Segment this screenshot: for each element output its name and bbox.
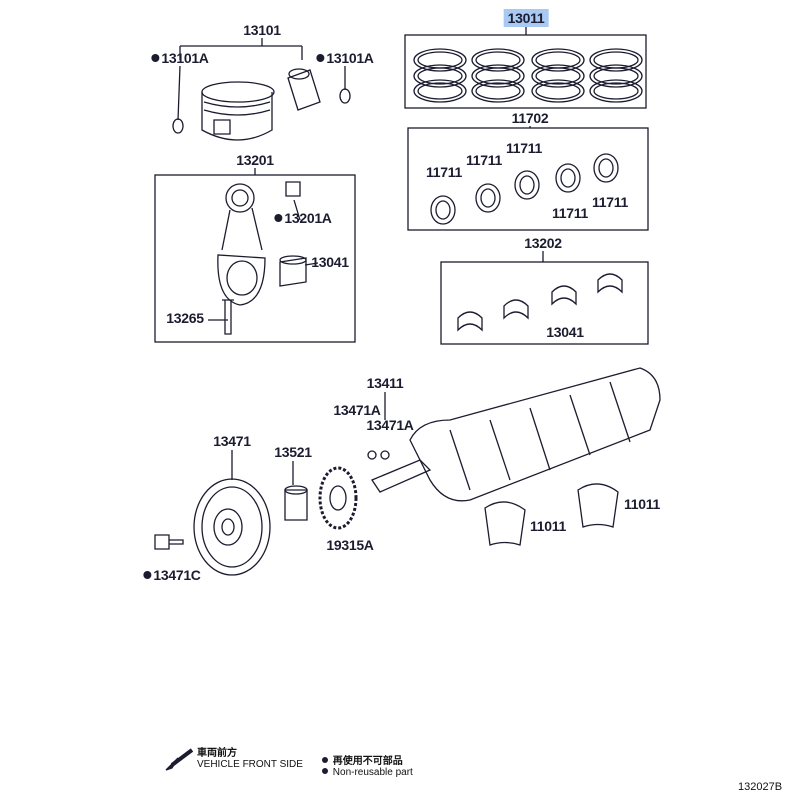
timing-gear-icon: [284, 485, 308, 521]
label-13101[interactable]: 13101: [243, 22, 281, 38]
piston-icon: [201, 81, 275, 141]
label-13471c[interactable]: 13471C: [143, 567, 201, 583]
thrust-washer-icon: [484, 483, 619, 546]
crank-pulley-icon: [193, 478, 271, 576]
label-11711[interactable]: 11711: [592, 194, 628, 210]
label-13411[interactable]: 13411: [366, 375, 404, 391]
label-13041-left[interactable]: 13041: [311, 254, 349, 270]
label-13471[interactable]: 13471: [213, 433, 251, 449]
label-13521[interactable]: 13521: [274, 444, 312, 460]
label-13471a[interactable]: 13471A: [366, 417, 414, 433]
front-side-legend: 車両前方 VEHICLE FRONT SIDE: [197, 744, 303, 770]
label-13011-highlighted[interactable]: 13011: [503, 9, 549, 27]
snap-ring-icon: [339, 88, 351, 104]
non-reusable-dot: [143, 571, 152, 579]
bearing-box: [407, 127, 649, 231]
non-reusable-dot: [322, 768, 328, 774]
crankshaft-icon: [367, 367, 661, 502]
label-11711[interactable]: 11711: [552, 205, 588, 221]
label-11711[interactable]: 11711: [506, 140, 542, 156]
label-13201a[interactable]: 13201A: [274, 210, 332, 226]
label-11702[interactable]: 11702: [511, 110, 549, 126]
snap-ring-icon: [172, 118, 184, 134]
label-13101a-left[interactable]: 13101A: [151, 50, 209, 66]
front-side-jp: 車両前方: [197, 748, 237, 759]
non-reusable-jp: 再使用不可部品: [332, 756, 403, 767]
piston-pin-icon: [287, 68, 321, 111]
lower-bearing-box: [440, 261, 649, 345]
lower-bearings-icon: [457, 273, 623, 332]
bearing-half-icon: [279, 255, 307, 287]
non-reusable-en: Non-reusable part: [332, 767, 413, 778]
label-19315a[interactable]: 19315A: [326, 537, 374, 553]
label-13041-right[interactable]: 13041: [546, 324, 584, 340]
non-reusable-legend: 再使用不可部品 Non-reusable part: [322, 752, 413, 778]
label-text: 13471C: [153, 567, 201, 583]
sprocket-icon: [318, 466, 358, 530]
diagram-id: 132027B: [738, 781, 783, 793]
label-13202[interactable]: 13202: [524, 235, 562, 251]
non-reusable-dot: [322, 757, 328, 763]
bearing-shells-icon: [430, 153, 619, 225]
label-11011[interactable]: 11011: [624, 496, 660, 512]
label-text: 13101A: [326, 50, 374, 66]
piston-rings-icon: [413, 48, 643, 103]
label-11011[interactable]: 11011: [530, 518, 566, 534]
bushing-icon: [285, 181, 301, 197]
label-13265[interactable]: 13265: [166, 310, 204, 326]
non-reusable-dot: [151, 54, 160, 62]
label-11711[interactable]: 11711: [466, 152, 502, 168]
label-13201[interactable]: 13201: [236, 152, 274, 168]
non-reusable-dot: [316, 54, 325, 62]
front-side-en: VEHICLE FRONT SIDE: [197, 759, 303, 770]
label-11711[interactable]: 11711: [426, 164, 462, 180]
bolt-icon: [222, 299, 234, 335]
bolt-icon: [154, 534, 184, 550]
label-text: 13201A: [284, 210, 332, 226]
label-13471a[interactable]: 13471A: [333, 402, 381, 418]
label-13101a-right[interactable]: 13101A: [316, 50, 374, 66]
connecting-rod-icon: [217, 183, 266, 306]
non-reusable-dot: [274, 214, 283, 222]
label-text: 13101A: [161, 50, 209, 66]
